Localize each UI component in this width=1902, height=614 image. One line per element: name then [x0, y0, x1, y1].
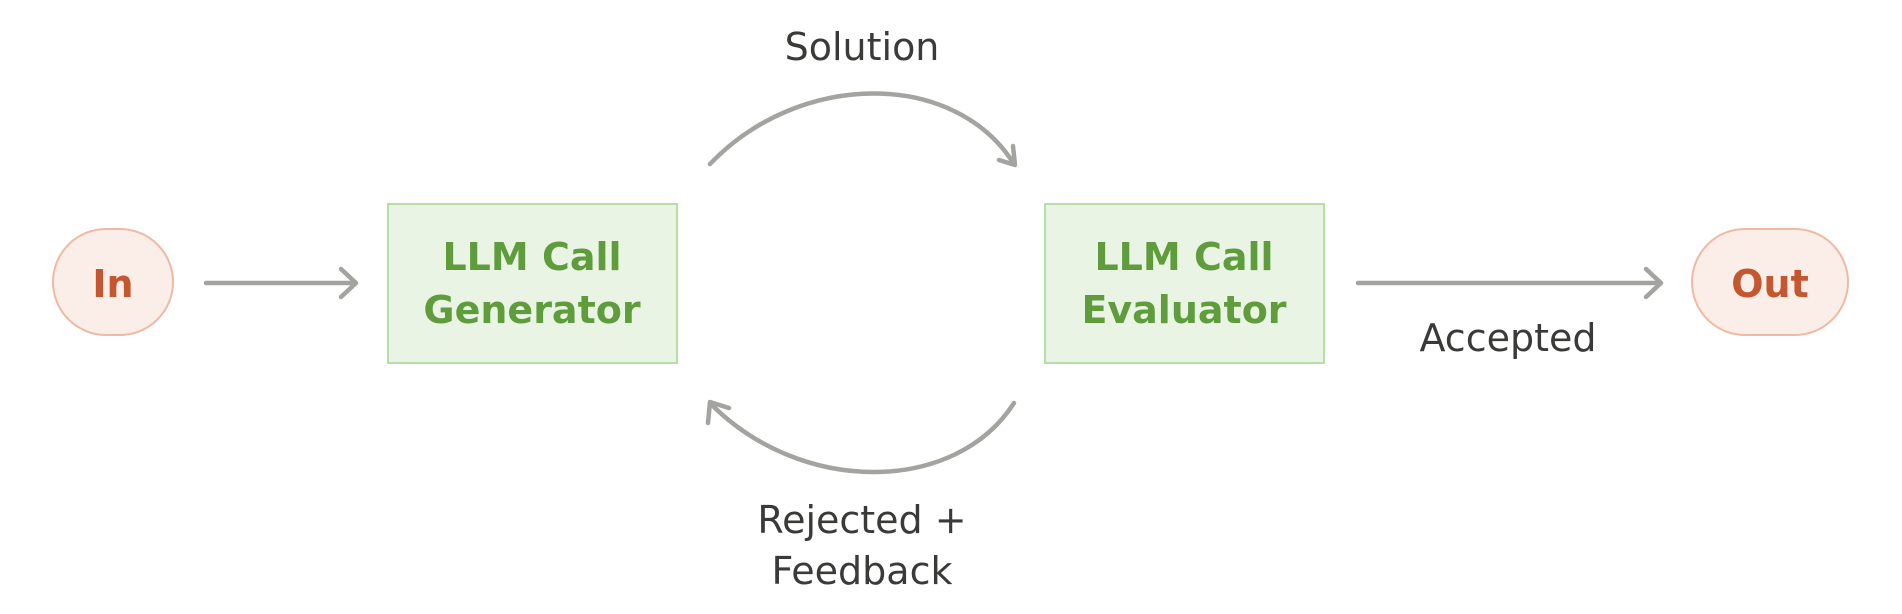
feedback-arrowhead	[705, 399, 732, 426]
generator-node-label-line2: Generator	[423, 288, 640, 332]
output-node-shape	[1691, 228, 1849, 336]
solution-arrow	[707, 91, 1018, 168]
accepted-label: Accepted	[1419, 316, 1596, 360]
output-node-label: Out	[1731, 262, 1809, 306]
evaluator-node-label-line2: Evaluator	[1081, 288, 1286, 332]
evaluator-to-output-arrowhead	[1643, 266, 1664, 300]
feedback-label-line2: Feedback	[772, 549, 953, 593]
input-to-generator-arrowhead	[338, 266, 359, 300]
feedback-arc	[707, 400, 1017, 475]
input-node: In	[52, 228, 174, 336]
generator-node-shape	[387, 203, 678, 364]
feedback-arrow	[705, 399, 1017, 475]
evaluator-to-output-arrow	[1355, 266, 1664, 300]
input-node-label: In	[92, 262, 133, 306]
feedback-label-line1: Rejected +	[757, 498, 966, 542]
evaluator-node: LLM Call Evaluator	[1044, 203, 1325, 364]
solution-label: Solution	[785, 25, 940, 69]
solution-arc	[707, 91, 1017, 167]
generator-node: LLM Call Generator	[387, 203, 678, 364]
evaluator-node-label-line1: LLM Call	[1094, 235, 1273, 279]
input-to-generator-arrow	[203, 266, 359, 300]
solution-arrowhead	[996, 143, 1018, 168]
evaluator-node-shape	[1044, 203, 1325, 364]
input-node-shape	[52, 228, 174, 336]
generator-node-label-line1: LLM Call	[442, 235, 621, 279]
output-node: Out	[1691, 228, 1849, 336]
